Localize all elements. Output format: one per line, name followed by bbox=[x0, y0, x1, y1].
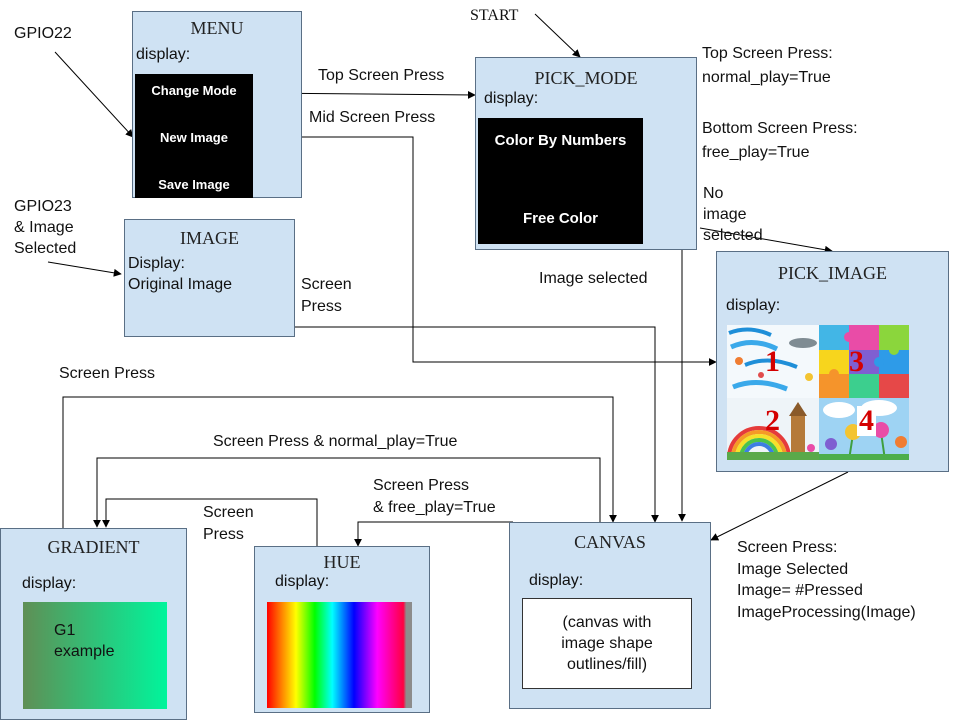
color-by-numbers-button[interactable]: Color By Numbers bbox=[494, 132, 627, 149]
ocean-scene-icon bbox=[728, 327, 817, 392]
hue-screen-press-label: Screen Press bbox=[203, 504, 254, 543]
free-play-label: Screen Press & free_play=True bbox=[373, 477, 496, 516]
display-label: display: bbox=[726, 297, 781, 314]
top-screen-press-label: Top Screen Press bbox=[318, 67, 445, 84]
thumbnail-number: 2 bbox=[765, 404, 780, 437]
arrow-mid-screen-press bbox=[252, 136, 717, 366]
gradient-screen-press-label: Screen Press bbox=[59, 365, 156, 382]
state-menu: MENU display: Change Mode New Image Save… bbox=[132, 11, 302, 198]
state-title: MENU bbox=[190, 18, 244, 38]
thumbnail-2[interactable]: 2 bbox=[727, 398, 819, 460]
thumbnail-number: 1 bbox=[765, 345, 780, 378]
state-pick-image: PICK_IMAGE display: 1 bbox=[716, 251, 949, 472]
rainbow-scene-icon bbox=[727, 402, 819, 460]
state-title: PICK_MODE bbox=[534, 68, 638, 88]
gradient-sample-line2: example bbox=[54, 643, 115, 660]
normal-play-label: Screen Press & normal_play=True bbox=[213, 433, 458, 450]
hue-spectrum bbox=[267, 602, 412, 708]
display-label: display: bbox=[529, 572, 584, 589]
thumbnail-number: 4 bbox=[857, 404, 876, 437]
state-pick-mode: PICK_MODE display: Color By Numbers Free… bbox=[475, 57, 697, 250]
display-label: display: bbox=[136, 46, 191, 63]
start-label: START bbox=[470, 7, 519, 24]
arrow-gpio22 bbox=[54, 51, 134, 138]
arrow-gpio23 bbox=[47, 261, 122, 277]
arrow-free-play bbox=[354, 521, 513, 547]
state-hue: HUE display: bbox=[254, 546, 430, 713]
menu-item-save-image[interactable]: Save Image bbox=[158, 177, 230, 192]
state-title: GRADIENT bbox=[47, 537, 140, 557]
menu-display: Change Mode New Image Save Image bbox=[135, 74, 253, 198]
image-selected-label: Image selected bbox=[539, 270, 648, 287]
state-title: CANVAS bbox=[574, 532, 646, 552]
thumbnail-1[interactable]: 1 bbox=[727, 325, 819, 398]
puzzle-pieces-icon bbox=[819, 325, 909, 398]
state-canvas: CANVAS display: (canvas with image shape… bbox=[509, 522, 711, 709]
image-screen-press-label: Screen Press bbox=[301, 276, 352, 315]
pick-mode-display: Color By Numbers Free Color bbox=[478, 118, 643, 244]
arrow-no-image bbox=[699, 227, 833, 254]
state-title: IMAGE bbox=[180, 228, 239, 248]
state-title: HUE bbox=[323, 552, 361, 572]
canvas-display: (canvas with image shape outlines/fill) bbox=[522, 598, 692, 689]
image-display-content: Original Image bbox=[128, 276, 233, 293]
display-label: display: bbox=[484, 90, 539, 107]
arrow-start bbox=[534, 13, 581, 58]
thumbnail-number: 3 bbox=[849, 345, 864, 378]
gradient-sample-line1: G1 bbox=[54, 622, 76, 639]
state-image: IMAGE Display: Original Image bbox=[124, 219, 295, 337]
free-color-button[interactable]: Free Color bbox=[522, 210, 598, 227]
pick-mode-top-label: Top Screen Press: normal_play=True bbox=[702, 45, 833, 86]
canvas-display-content: (canvas with image shape outlines/fill) bbox=[561, 614, 653, 673]
menu-item-change-mode[interactable]: Change Mode bbox=[151, 83, 237, 98]
no-image-label: No image selected bbox=[703, 185, 763, 244]
state-gradient: GRADIENT display: G1 example bbox=[0, 528, 187, 720]
gpio22-label: GPIO22 bbox=[14, 25, 72, 42]
mid-screen-press-label: Mid Screen Press bbox=[309, 109, 436, 126]
gradient-sample: G1 example bbox=[23, 602, 167, 709]
arrow-normal-play bbox=[93, 457, 601, 528]
state-title: PICK_IMAGE bbox=[777, 263, 887, 283]
arrow-hue-screen-press bbox=[102, 498, 318, 546]
thumbnail-4[interactable]: 4 bbox=[819, 398, 909, 460]
pick-mode-bottom-label: Bottom Screen Press: free_play=True bbox=[702, 120, 858, 161]
display-label: display: bbox=[275, 573, 330, 590]
display-label: Display: bbox=[128, 255, 185, 272]
display-label: display: bbox=[22, 575, 77, 592]
arrow-image-screen-press bbox=[295, 326, 659, 523]
pick-image-press-label: Screen Press: Image Selected Image= #Pre… bbox=[737, 539, 916, 621]
arrow-pick-image-to-canvas bbox=[710, 471, 849, 541]
gpio23-label: GPIO23 & Image Selected bbox=[14, 198, 77, 257]
thumbnail-3[interactable]: 3 bbox=[819, 325, 909, 398]
menu-item-new-image[interactable]: New Image bbox=[160, 130, 228, 145]
arrow-gradient-to-canvas bbox=[62, 396, 617, 528]
